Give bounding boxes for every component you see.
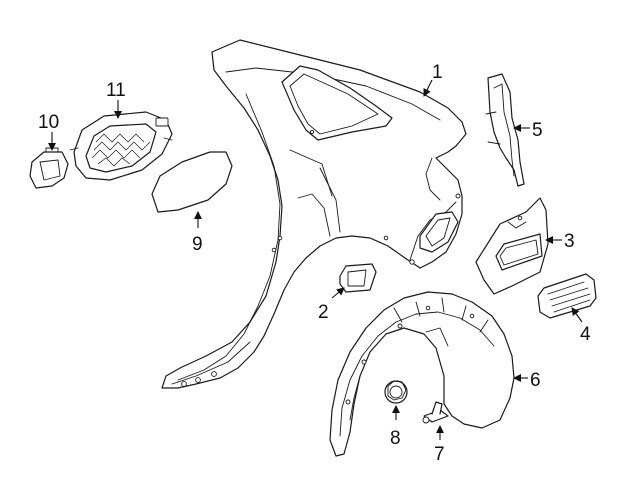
part-5-brace <box>485 73 525 187</box>
callout-10: 10 <box>38 112 59 133</box>
leader-2 <box>331 287 345 299</box>
callout-3: 3 <box>564 231 575 252</box>
part-6-wheel-liner <box>329 291 515 457</box>
callout-4: 4 <box>580 324 591 345</box>
part-8-nut <box>384 380 408 404</box>
part-11-fuel-door-housing <box>69 111 173 181</box>
callout-9: 9 <box>192 234 203 255</box>
callout-1: 1 <box>432 62 443 83</box>
part-4-vent <box>537 273 597 319</box>
part-2-bracket <box>339 263 377 293</box>
leader-lines <box>48 79 583 440</box>
callout-7: 7 <box>434 444 445 465</box>
part-9-fuel-door <box>151 151 233 213</box>
leader-1 <box>423 79 433 97</box>
part-1-quarter-panel <box>161 39 467 389</box>
callout-6: 6 <box>530 370 541 391</box>
part-10-latch <box>29 147 69 189</box>
leader-4 <box>571 307 583 323</box>
part-7-push-pin <box>422 401 449 424</box>
callout-8: 8 <box>390 428 401 449</box>
callout-2: 2 <box>318 302 329 323</box>
callout-labels: 1 2 3 4 5 6 7 8 9 10 11 <box>38 62 591 465</box>
callout-11: 11 <box>106 80 126 101</box>
callout-5: 5 <box>532 120 543 141</box>
part-3-housing <box>475 197 549 295</box>
